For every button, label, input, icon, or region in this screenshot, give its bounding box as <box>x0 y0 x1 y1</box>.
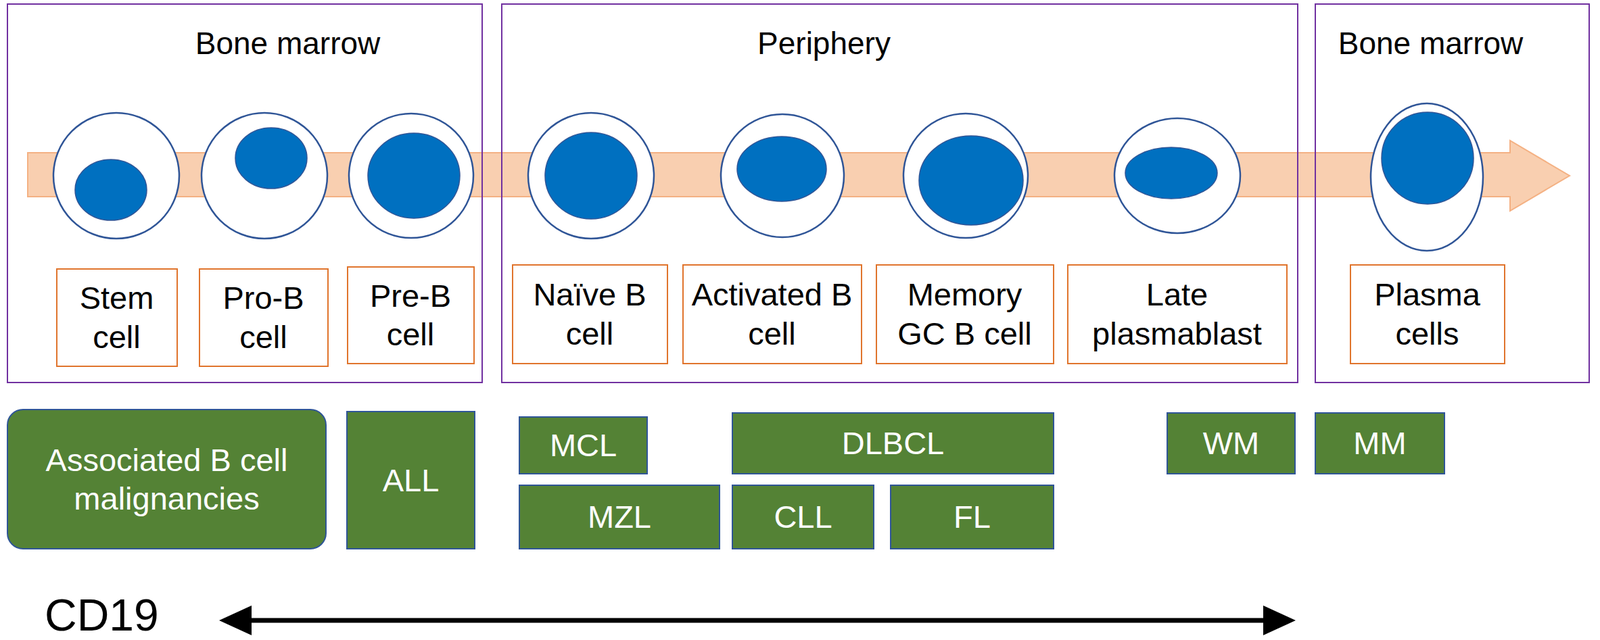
cell-stage-box: Memory GC B cell <box>875 264 1055 365</box>
malignancy-box: ALL <box>346 411 476 550</box>
cd19-range-arrow <box>219 605 1296 636</box>
region-heading: Periphery <box>757 25 891 62</box>
cell-stage-box: Plasma cells <box>1349 264 1506 365</box>
nucleus <box>367 133 460 219</box>
box-label: FL <box>953 497 991 537</box>
region-heading: Bone marrow <box>1338 25 1524 62</box>
cell-stage-box: Pre-B cell <box>346 266 475 365</box>
region-heading: Bone marrow <box>195 25 381 62</box>
cell-stage-box: Pro-B cell <box>198 268 329 368</box>
plasmablast-cell <box>1114 118 1241 234</box>
box-label: MZL <box>587 497 652 537</box>
plasma-cell <box>1370 103 1484 251</box>
box-label: Memory GC B cell <box>879 275 1051 354</box>
cell-stage-box: Stem cell <box>56 268 178 368</box>
malignancy-box: DLBCL <box>731 412 1055 475</box>
cell-stage-box: Activated B cell <box>682 264 863 365</box>
box-label: CLL <box>773 497 832 537</box>
cell-stage-box: Naïve B cell <box>511 264 669 365</box>
region-box: PeripheryNaïve B cell Activated B cell Mem… <box>501 3 1299 384</box>
pro-b-cell <box>201 112 328 239</box>
box-label: Associated B cell malignancies <box>12 440 322 519</box>
box-label: Activated B cell <box>686 275 859 354</box>
nucleus <box>1381 112 1474 205</box>
malignancy-legend-box: Associated B cell malignancies <box>6 409 327 550</box>
malignancy-box: FL <box>889 484 1055 550</box>
box-label: Plasma cells <box>1353 275 1502 354</box>
box-label: Naïve B cell <box>515 275 665 354</box>
malignancy-box: WM <box>1166 412 1296 475</box>
malignancy-box: MM <box>1314 412 1446 475</box>
malignancy-box: MZL <box>518 484 721 550</box>
nucleus <box>75 159 147 221</box>
naive-b-cell <box>528 112 654 239</box>
box-label: MM <box>1353 424 1406 463</box>
memory-b-cell <box>903 113 1028 239</box>
marker-label: CD19 <box>44 589 159 640</box>
malignancy-box: CLL <box>731 484 875 550</box>
box-label: DLBCL <box>841 424 945 463</box>
nucleus <box>545 132 638 220</box>
box-label: WM <box>1203 424 1260 463</box>
nucleus <box>737 136 827 202</box>
nucleus <box>235 127 308 189</box>
box-label: Pre-B cell <box>350 276 471 355</box>
cell-stage-box: Late plasmablast <box>1067 264 1288 365</box>
pre-b-cell <box>348 113 474 239</box>
activated-b-cell <box>720 114 844 238</box>
box-label: Pro-B cell <box>202 278 325 357</box>
malignancy-box: MCL <box>518 416 648 475</box>
box-label: Stem cell <box>60 278 174 357</box>
nucleus <box>919 135 1024 226</box>
nucleus <box>1125 147 1218 199</box>
box-label: Late plasmablast <box>1071 275 1284 354</box>
stem-cell <box>53 112 180 239</box>
region-box: Bone marrowPlasma cells <box>1314 3 1590 384</box>
box-label: MCL <box>549 426 617 465</box>
region-box: Bone marrowStem cell Pro-B cell Pre-B cell <box>6 3 483 384</box>
box-label: ALL <box>382 461 440 500</box>
